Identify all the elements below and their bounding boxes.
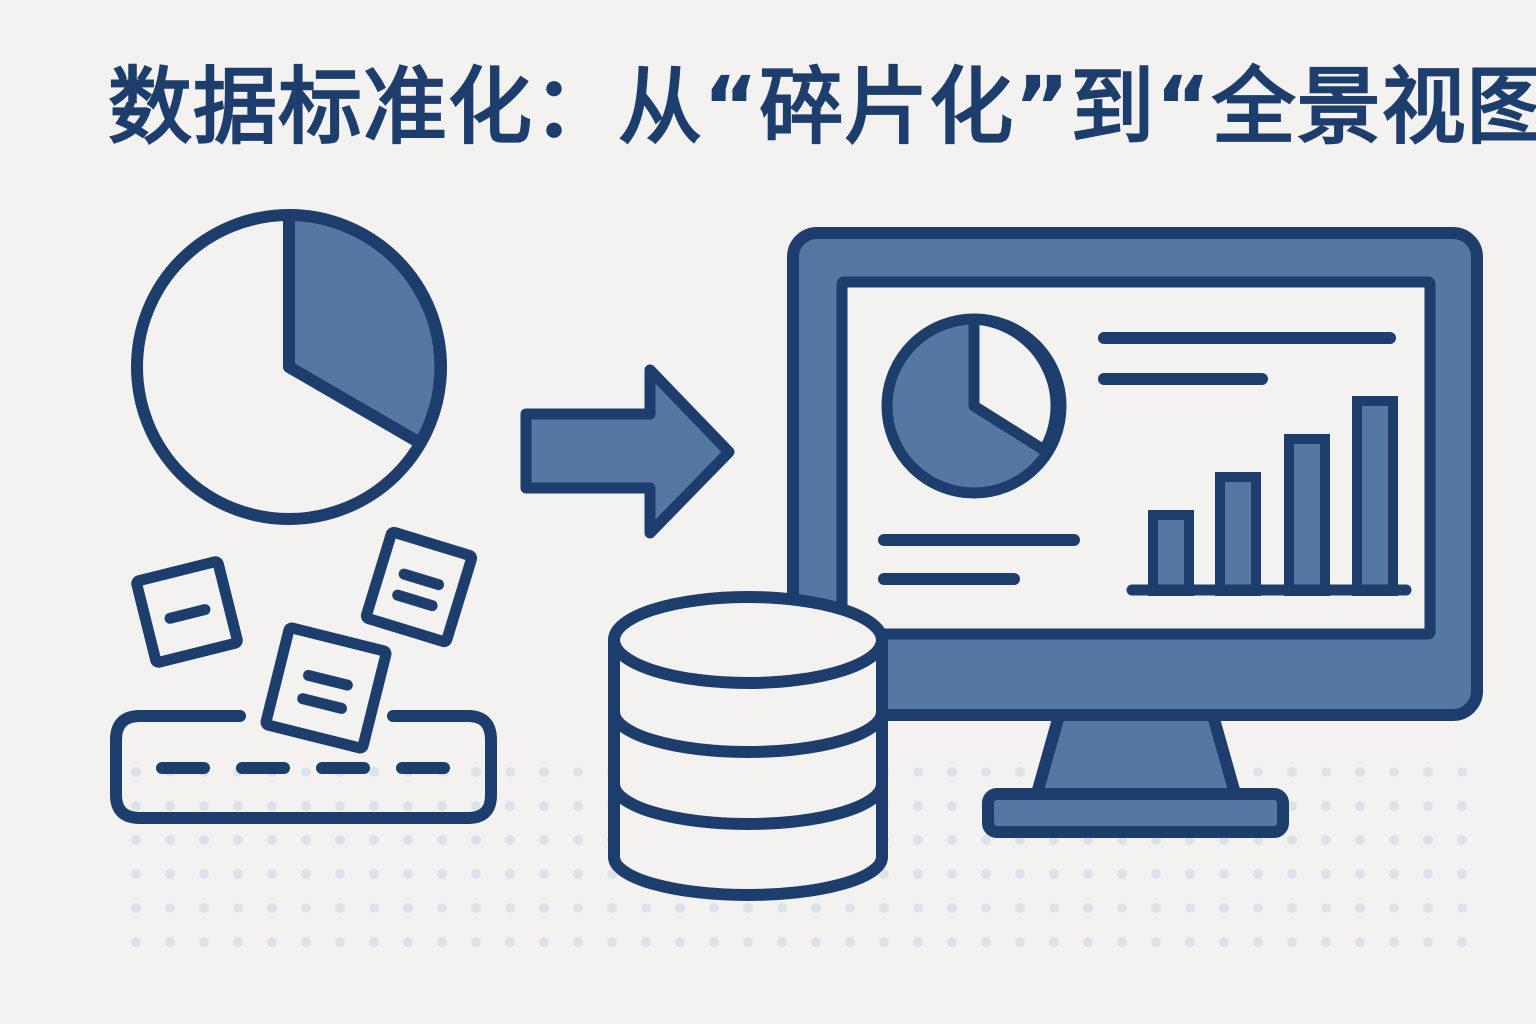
document-fragment-icon [260, 622, 392, 754]
document-fragment-icon [360, 526, 478, 648]
database-icon [608, 591, 888, 901]
monitor-dashboard-icon [787, 227, 1483, 838]
page-title: 数据标准化：从“碎片化”到“全景视图 [108, 58, 1536, 156]
pie-chart-icon [131, 209, 447, 525]
input-tray-icon [110, 710, 497, 824]
document-fragment-icon [131, 556, 243, 668]
arrow-right-icon [520, 364, 735, 539]
